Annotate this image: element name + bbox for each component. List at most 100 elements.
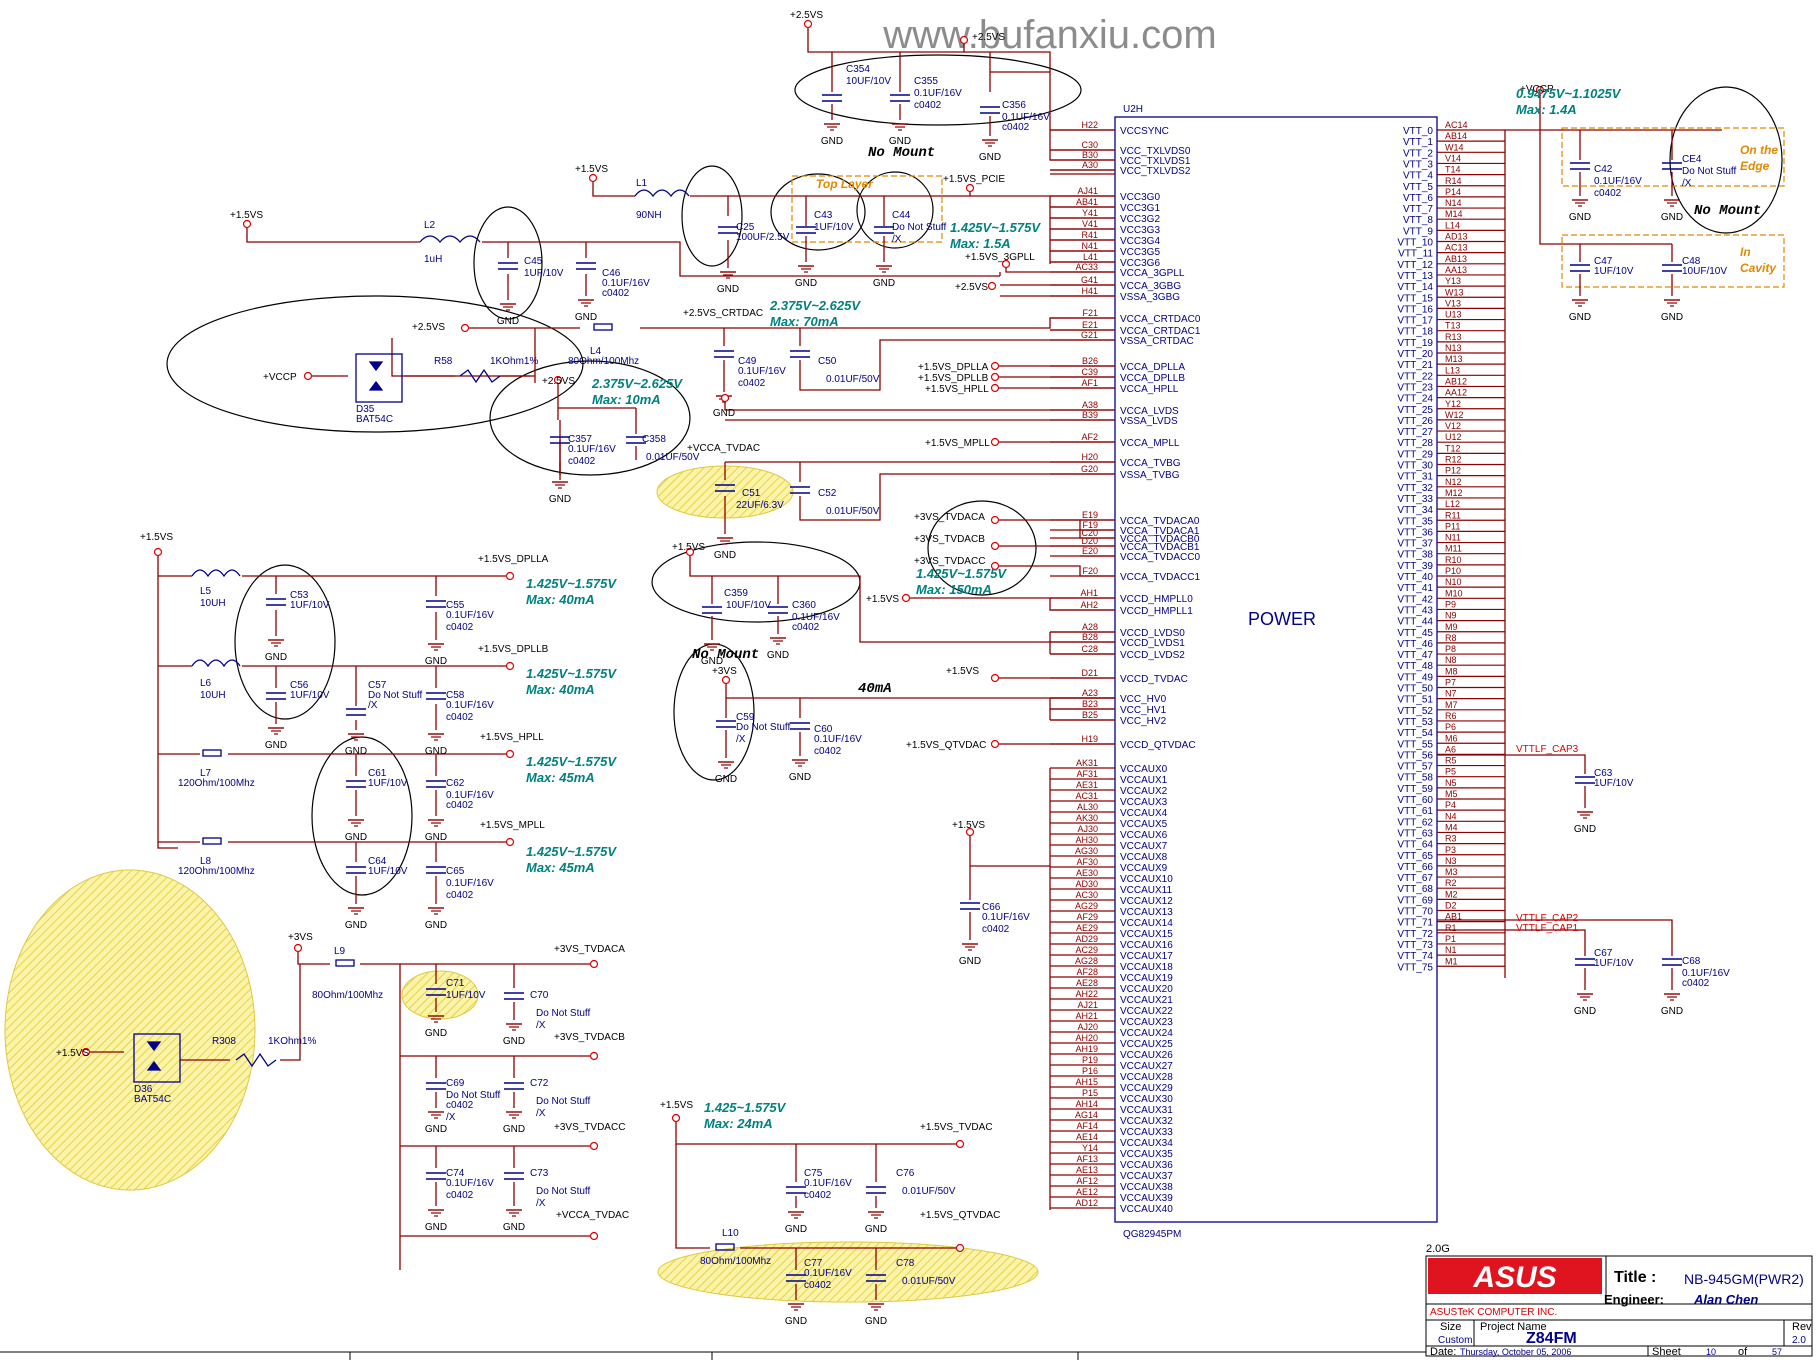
aux-pin-label: VCCAUX37	[1120, 1171, 1173, 1182]
val-c43: 1UF/10V	[814, 222, 854, 233]
ref-c53: C53	[290, 590, 309, 601]
net-crtdac: +2.5VS_CRTDAC	[683, 308, 763, 319]
x-c44: /X	[892, 234, 902, 245]
net-port-circle	[990, 515, 1000, 525]
chip-pin-number: C28	[1081, 644, 1098, 654]
aux-pin-number: AK31	[1076, 758, 1098, 768]
ground-label: GND	[1574, 1006, 1596, 1017]
aux-pin-label: VCCAUX29	[1120, 1083, 1173, 1094]
net-p15vs-l2: +1.5VS	[230, 210, 263, 221]
vtt-pin-label: VTT_38	[1397, 550, 1433, 561]
ref-c58: C58	[446, 690, 465, 701]
vtt-pin-number: N13	[1445, 343, 1462, 353]
chip-pin-label: VSSA_3GBG	[1120, 292, 1180, 303]
aux-pin-number: AF30	[1076, 857, 1098, 867]
watermark: www.bufanxiu.com	[882, 13, 1216, 57]
vtt-pin-label: VTT_23	[1397, 382, 1433, 393]
net-port-circle	[1001, 259, 1011, 269]
passive-symbols	[133, 189, 735, 1251]
vtt-pin-number: M14	[1445, 209, 1463, 219]
net-port-circle	[987, 281, 997, 291]
aux-pin-label: VCCAUX17	[1120, 951, 1173, 962]
vtt-pin-label: VTT_67	[1397, 873, 1433, 884]
aux-pin-label: VCCAUX15	[1120, 929, 1173, 940]
x-c72: /X	[536, 1108, 546, 1119]
vtt-pin-label: VTT_21	[1397, 360, 1433, 371]
chip-pin-label: VCCD_QTVDAC	[1120, 740, 1196, 751]
chip-pin-label: VCCD_TVDAC	[1120, 674, 1188, 685]
ref-c43: C43	[814, 210, 833, 221]
aux-pin-label: VCCAUX25	[1120, 1039, 1173, 1050]
ground-label: GND	[785, 1224, 807, 1235]
aux-pin-number: AG29	[1075, 901, 1098, 911]
vtt-pin-label: VTT_18	[1397, 327, 1433, 338]
aux-pin-label: VCCAUX18	[1120, 962, 1173, 973]
vtt-pin-label: VTT_33	[1397, 494, 1433, 505]
aux-pin-number: AC31	[1075, 791, 1098, 801]
aux-pin-number: AD30	[1075, 879, 1098, 889]
chip-pin-number: C20	[1081, 528, 1098, 538]
chip-pin-number: AC33	[1075, 262, 1098, 272]
ground-label: GND	[959, 956, 981, 967]
vtt-pin-number: P1	[1445, 934, 1456, 944]
ref-c62: C62	[446, 778, 465, 789]
aux-pin-label: VCCAUX21	[1120, 995, 1173, 1006]
vtt-pin-label: VTT_47	[1397, 650, 1433, 661]
vtt-pin-number: R8	[1445, 633, 1457, 643]
aux-pin-number: AH14	[1075, 1099, 1098, 1109]
ref-c63: C63	[1594, 768, 1613, 779]
aux-pin-number: AH30	[1075, 835, 1098, 845]
ref-c68: C68	[1682, 956, 1701, 967]
aux-pin-number: AE13	[1076, 1165, 1098, 1175]
vtt-pin-number: P5	[1445, 767, 1456, 777]
net-vttlf3: VTTLF_CAP3	[1516, 744, 1579, 755]
aux-pin-number: AJ21	[1077, 1000, 1098, 1010]
chip-pin-label: VCCSYNC	[1120, 126, 1169, 137]
aux-pin-number: AF29	[1076, 912, 1098, 922]
ground-label: GND	[503, 1124, 525, 1135]
chip-pin-number: D20	[1081, 536, 1098, 546]
note-cavity: Cavity	[1740, 261, 1777, 275]
chip-pin-number: A28	[1082, 622, 1098, 632]
net-tvdacb-l: +3VS_TVDACB	[554, 1032, 625, 1043]
val-c75: 0.1UF/16V	[804, 1178, 852, 1189]
ground-label: GND	[701, 656, 723, 667]
vtt-pin-number: N11	[1445, 533, 1461, 543]
aux-pin-number: AE31	[1076, 780, 1098, 790]
vtt-pin-number: R2	[1445, 878, 1457, 888]
chip-pin-label: VCCA_CRTDAC1	[1120, 326, 1201, 337]
ground-label: GND	[715, 774, 737, 785]
vtt-pin-label: VTT_32	[1397, 483, 1433, 494]
tb-engineer: Alan Chen	[1693, 1292, 1758, 1307]
ref-l10: L10	[722, 1228, 739, 1239]
aux-pin-number: AF12	[1076, 1176, 1098, 1186]
vtt-pin-label: VTT_9	[1403, 226, 1433, 237]
val-c63: 1UF/10V	[1594, 778, 1634, 789]
tb-engineer-label: Engineer:	[1604, 1292, 1664, 1307]
vtt-pin-number: R5	[1445, 756, 1457, 766]
net-dplla-l: +1.5VS_DPLLA	[478, 554, 549, 565]
aux-pin-label: VCCAUX34	[1120, 1138, 1173, 1149]
note-hpll-max: Max: 45mA	[526, 770, 595, 785]
vtt-pin-label: VTT_26	[1397, 416, 1433, 427]
aux-pin-number: AE14	[1076, 1132, 1098, 1142]
tb-title: NB-945GM(PWR2)	[1684, 1271, 1804, 1287]
vtt-pin-label: VTT_61	[1397, 806, 1433, 817]
tb-total: 57	[1772, 1347, 1782, 1357]
vtt-pin-label: VTT_29	[1397, 449, 1433, 460]
chip-left-pins: H22VCCSYNCC30VCC_TXLVDS0B30VCC_TXLVDS1A3…	[1050, 120, 1201, 751]
net-port-circle	[990, 437, 1000, 447]
val-c355: 0.1UF/16V	[914, 88, 962, 99]
vtt-pin-number: AB13	[1445, 254, 1467, 264]
ref-d36: D36	[134, 1084, 153, 1095]
pkg-c60: c0402	[814, 746, 842, 757]
ref-l7: L7	[200, 768, 212, 779]
chip-pin-number: AJ41	[1077, 186, 1098, 196]
val-l8: 120Ohm/100Mhz	[178, 866, 255, 877]
x-c59: /X	[736, 734, 746, 745]
tb-size: Custom	[1438, 1335, 1472, 1346]
ref-c69: C69	[446, 1078, 465, 1089]
vtt-pin-number: P7	[1445, 678, 1456, 688]
